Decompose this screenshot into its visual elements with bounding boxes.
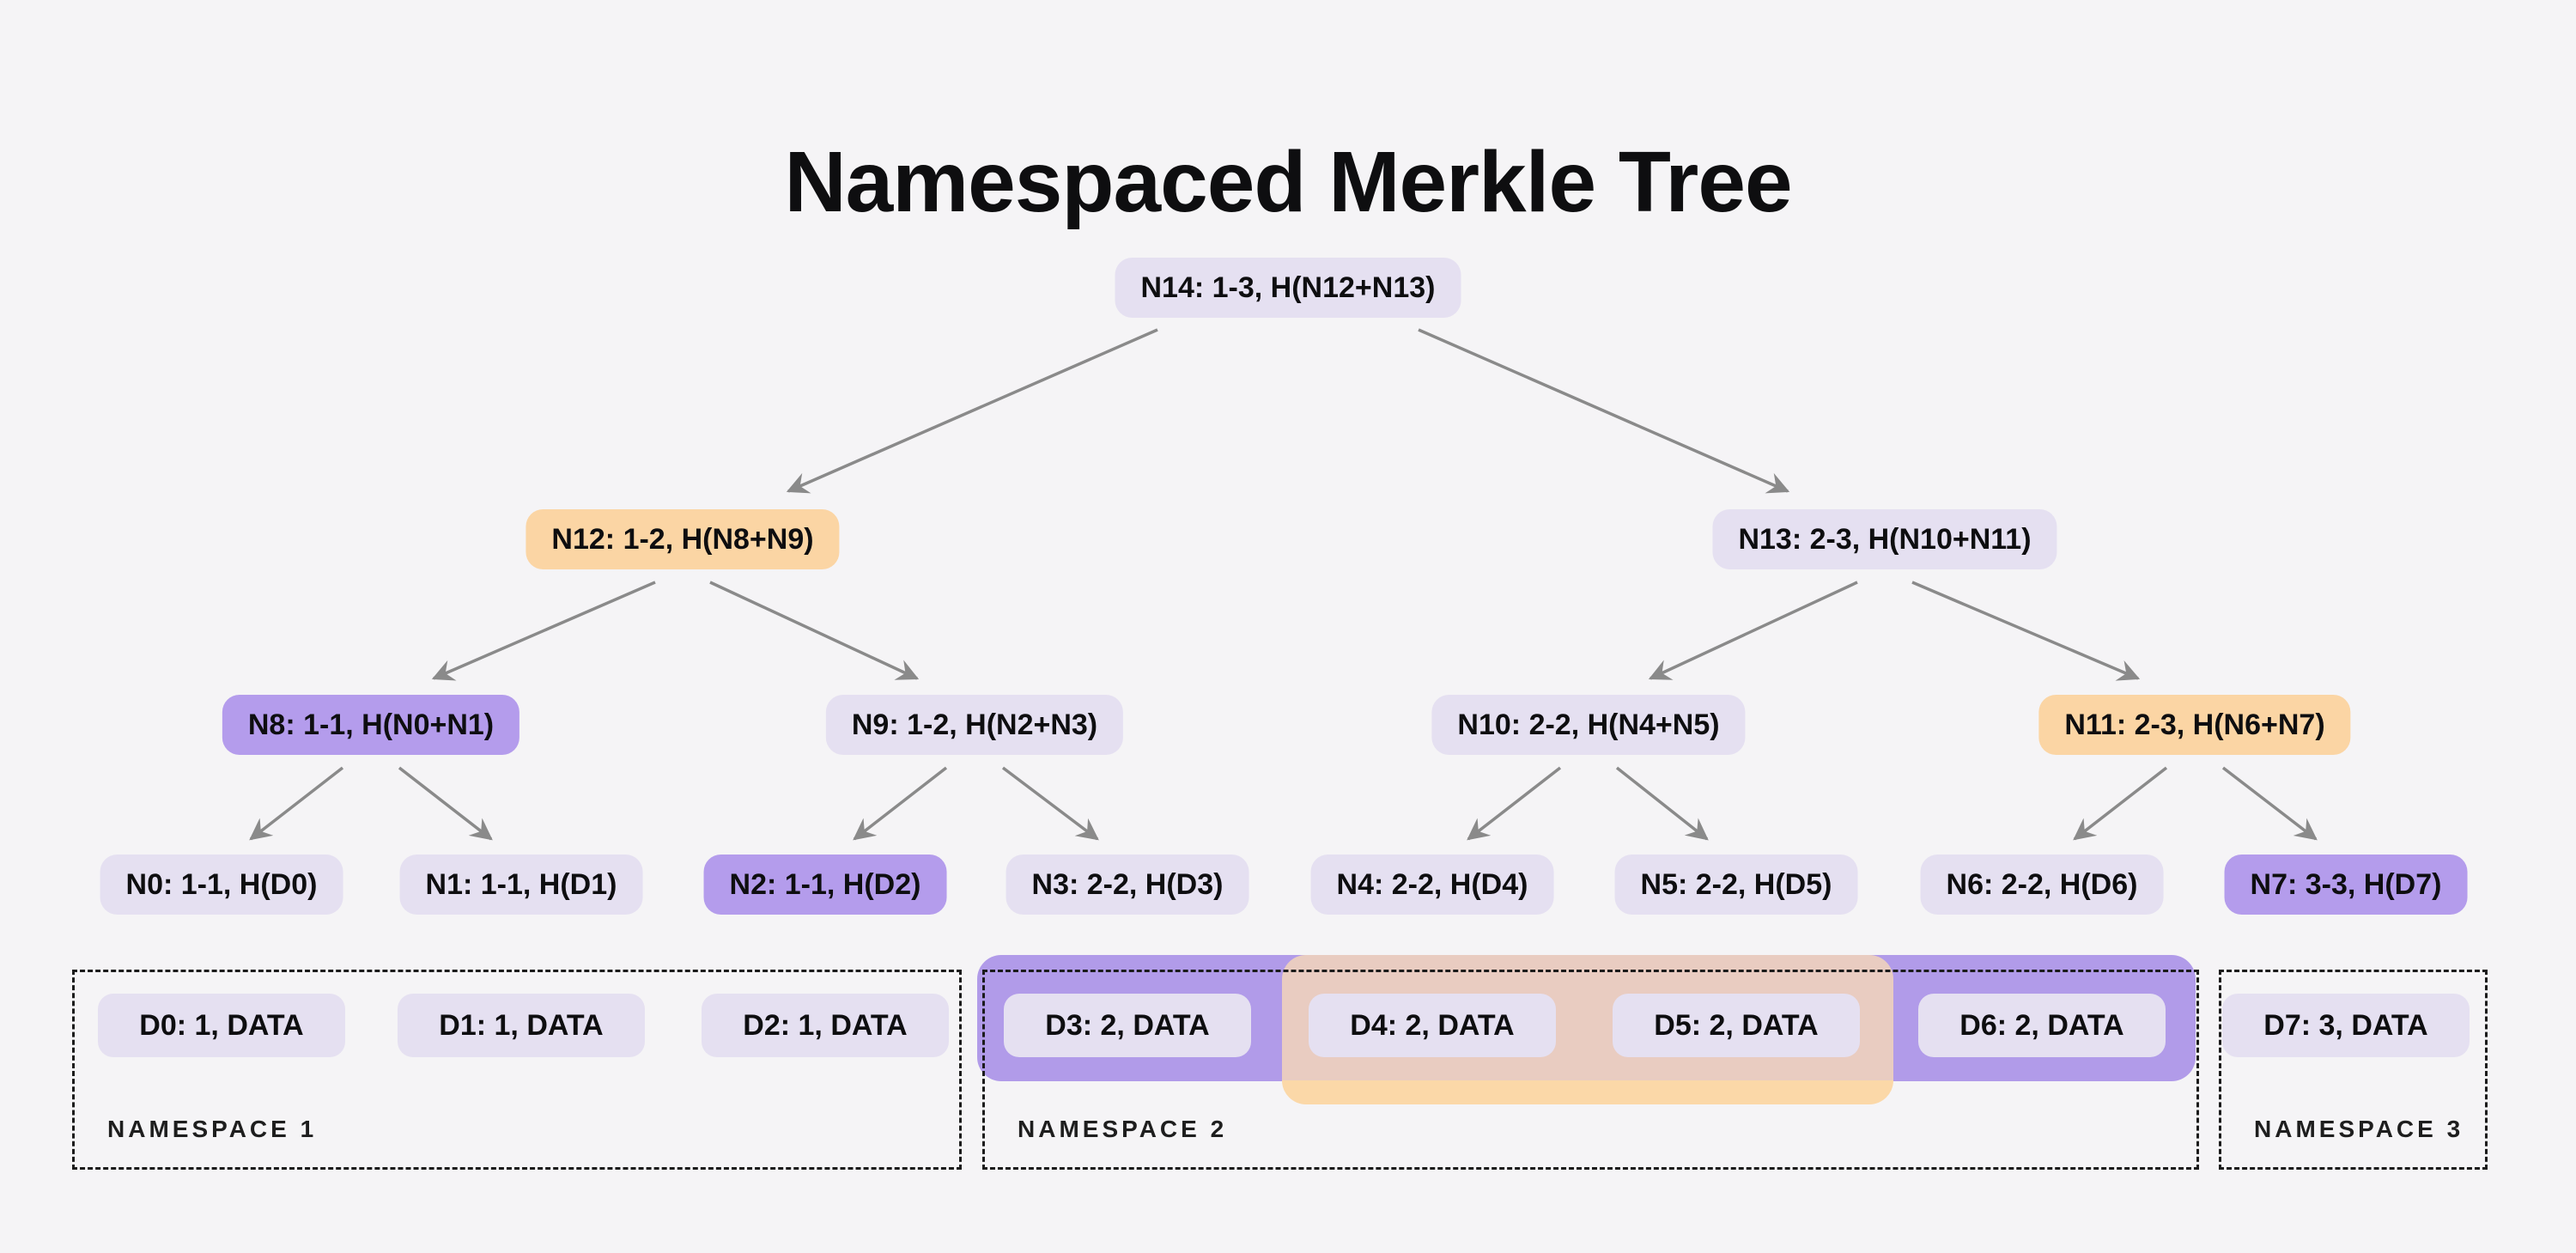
data-cell-d6: D6: 2, DATA [1918,994,2166,1057]
tree-edge [1467,766,1562,841]
tree-edge [709,581,920,680]
page-title: Namespaced Merkle Tree [784,134,1792,230]
tree-edge [1001,766,1099,841]
namespace-box-3: NAMESPACE 3 [2219,970,2488,1170]
tree-node-n6: N6: 2-2, H(D6) [1920,855,2164,915]
tree-edge [786,328,1158,494]
tree-edge [431,581,656,681]
tree-node-n7: N7: 3-3, H(D7) [2224,855,2468,915]
data-cell-d1: D1: 1, DATA [398,994,645,1057]
tree-node-n13: N13: 2-3, H(N10+N11) [1712,509,2057,569]
tree-node-n11: N11: 2-3, H(N6+N7) [2038,695,2351,755]
namespace-box-2: NAMESPACE 2 [982,970,2199,1170]
data-cell-d3: D3: 2, DATA [1004,994,1251,1057]
tree-edge [1615,766,1709,841]
tree-edge [2221,766,2318,841]
tree-node-n2: N2: 1-1, H(D2) [703,855,947,915]
tree-edge [398,766,493,841]
tree-edge [1648,581,1858,680]
tree-node-n14: N14: 1-3, H(N12+N13) [1115,258,1461,318]
namespace-label: NAMESPACE 3 [2254,1116,2464,1142]
data-cell-d7: D7: 3, DATA [2222,994,2470,1057]
data-cell-d2: D2: 1, DATA [702,994,949,1057]
tree-node-n3: N3: 2-2, H(D3) [1005,855,1249,915]
tree-edge [2073,766,2168,841]
namespace-box-1: NAMESPACE 1 [72,970,962,1170]
tree-edge [249,766,344,841]
tree-node-n10: N10: 2-2, H(N4+N5) [1431,695,1746,755]
tree-node-n8: N8: 1-1, H(N0+N1) [222,695,520,755]
tree-node-n1: N1: 1-1, H(D1) [399,855,643,915]
tree-node-n12: N12: 1-2, H(N8+N9) [526,509,840,569]
tree-node-n4: N4: 2-2, H(D4) [1310,855,1554,915]
tree-edge [1418,328,1790,494]
namespace-label: NAMESPACE 2 [1018,1116,1228,1142]
data-cell-d0: D0: 1, DATA [98,994,345,1057]
tree-node-n9: N9: 1-2, H(N2+N3) [825,695,1124,755]
tree-edge [1911,581,2141,681]
tree-node-n0: N0: 1-1, H(D0) [100,855,343,915]
tree-node-n5: N5: 2-2, H(D5) [1614,855,1858,915]
data-cell-d4: D4: 2, DATA [1309,994,1556,1057]
tree-edge [853,766,948,841]
data-cell-d5: D5: 2, DATA [1613,994,1860,1057]
namespace-label: NAMESPACE 1 [107,1116,318,1142]
